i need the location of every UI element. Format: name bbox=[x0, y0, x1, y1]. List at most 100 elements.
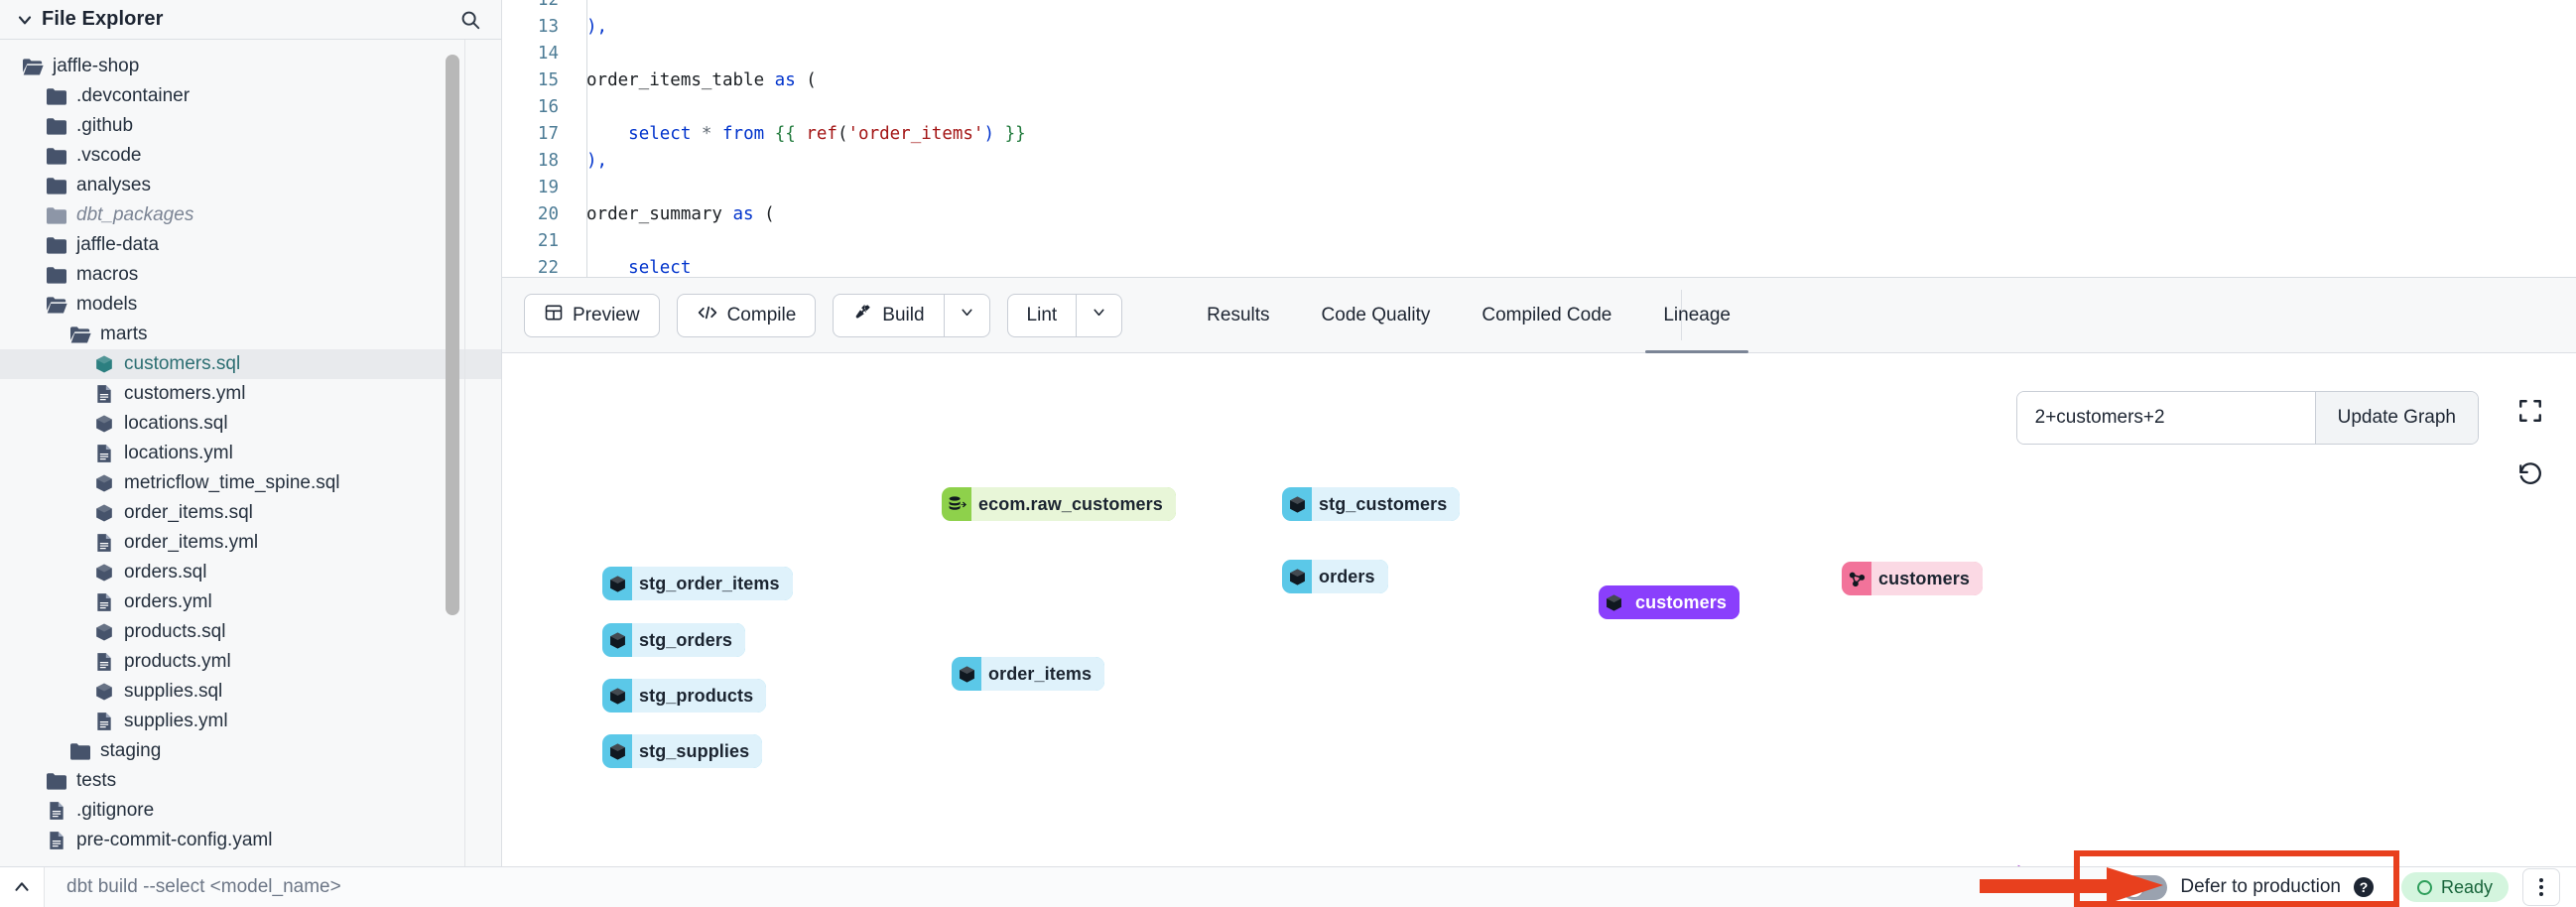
code-line[interactable]: 16 bbox=[502, 0, 2576, 277]
exposure-node-icon bbox=[1842, 562, 1871, 595]
yaml-file-icon bbox=[93, 532, 115, 554]
reset-icon[interactable] bbox=[2509, 453, 2552, 496]
file-tree-item-label: .vscode bbox=[76, 145, 142, 166]
lint-dropdown-button[interactable] bbox=[1077, 293, 1123, 337]
lineage-node-ecom-raw-customers[interactable]: ecom.raw_customers bbox=[942, 487, 1176, 521]
file-tree-item[interactable]: order_items.sql bbox=[0, 498, 501, 528]
tab-code-quality[interactable]: Code Quality bbox=[1296, 278, 1457, 353]
file-tree-item[interactable]: .gitignore bbox=[0, 796, 501, 826]
file-tree-item[interactable]: .vscode bbox=[0, 141, 501, 171]
file-tree-item[interactable]: orders.yml bbox=[0, 587, 501, 617]
file-tree-item[interactable]: analyses bbox=[0, 171, 501, 200]
code-line[interactable]: 17 select * from {{ ref('order_items') }… bbox=[502, 0, 2576, 277]
file-tree-item[interactable]: customers.yml bbox=[0, 379, 501, 409]
file-tree-item-label: customers.yml bbox=[124, 383, 246, 404]
file-tree-item[interactable]: macros bbox=[0, 260, 501, 290]
lineage-node-stg-customers[interactable]: stg_customers bbox=[1282, 487, 1461, 521]
search-icon[interactable] bbox=[457, 7, 483, 33]
file-tree-item[interactable]: locations.sql bbox=[0, 409, 501, 439]
code-line[interactable]: 19 bbox=[502, 174, 2576, 200]
build-split-button: Build bbox=[833, 293, 990, 337]
lineage-node-label: customers bbox=[1871, 562, 1983, 595]
folder-open-icon bbox=[22, 56, 44, 77]
sidebar-scrollbar[interactable] bbox=[446, 55, 459, 615]
tab-label: Code Quality bbox=[1321, 304, 1431, 325]
tab-lineage[interactable]: Lineage bbox=[1637, 278, 1756, 353]
preview-button[interactable]: Preview bbox=[524, 293, 660, 337]
sidebar-scrollbar-thumb[interactable] bbox=[446, 55, 459, 615]
file-tree-item[interactable]: locations.yml bbox=[0, 439, 501, 468]
file-tree-item[interactable]: .devcontainer bbox=[0, 81, 501, 111]
file-tree-item-label: .devcontainer bbox=[76, 85, 191, 106]
lineage-graph-controls: Update Graph bbox=[2015, 391, 2479, 445]
code-line[interactable]: 22 select bbox=[502, 0, 2576, 278]
lineage-node-stg-order-items[interactable]: stg_order_items bbox=[602, 567, 793, 600]
help-icon[interactable]: ? bbox=[2353, 877, 2374, 897]
file-tree-item[interactable]: jaffle-shop bbox=[0, 52, 501, 81]
model-cube-icon bbox=[93, 502, 115, 524]
file-tree-item[interactable]: dbt_packages bbox=[0, 200, 501, 230]
code-line[interactable]: 13), bbox=[502, 13, 2576, 40]
line-number: 22 bbox=[537, 257, 559, 278]
build-dropdown-button[interactable] bbox=[944, 293, 990, 337]
compile-button[interactable]: Compile bbox=[676, 293, 817, 337]
line-number: 13 bbox=[537, 16, 559, 37]
file-tree-item-label: jaffle-data bbox=[76, 234, 160, 255]
file-tree-item[interactable]: models bbox=[0, 290, 501, 320]
file-tree-item[interactable]: supplies.yml bbox=[0, 707, 501, 736]
folder-icon bbox=[46, 770, 67, 792]
folder-icon bbox=[46, 85, 67, 107]
file-tree-item[interactable]: products.yml bbox=[0, 647, 501, 677]
lineage-node-order-items[interactable]: order_items bbox=[952, 657, 1105, 691]
line-number: 21 bbox=[537, 230, 559, 251]
code-line[interactable]: 12 bbox=[502, 0, 2576, 277]
file-tree-item[interactable]: marts bbox=[0, 320, 501, 349]
folder-icon bbox=[69, 740, 91, 762]
build-button[interactable]: Build bbox=[833, 293, 945, 337]
lineage-node-stg-supplies[interactable]: stg_supplies bbox=[602, 734, 763, 768]
code-line-text: order_summary as ( bbox=[586, 203, 775, 224]
file-tree-item[interactable]: products.sql bbox=[0, 617, 501, 647]
command-input[interactable]: dbt build --select <model_name> bbox=[44, 866, 2109, 907]
file-tree-item[interactable]: metricflow_time_spine.sql bbox=[0, 468, 501, 498]
lint-button[interactable]: Lint bbox=[1006, 293, 1078, 337]
file-tree-item[interactable]: pre-commit-config.yaml bbox=[0, 826, 501, 855]
chevron-up-icon[interactable] bbox=[0, 876, 44, 898]
yaml-file-icon bbox=[46, 800, 67, 822]
lineage-graph-canvas[interactable]: Update Graph ecom.raw_customers stg_custo… bbox=[502, 353, 2576, 866]
file-tree-item[interactable]: customers.sql bbox=[0, 349, 501, 379]
file-tree-item[interactable]: .github bbox=[0, 111, 501, 141]
more-vertical-icon[interactable] bbox=[2522, 868, 2560, 906]
lineage-node-stg-orders[interactable]: stg_orders bbox=[602, 623, 746, 657]
file-tree-item[interactable]: jaffle-data bbox=[0, 230, 501, 260]
lineage-node-customers-exposure[interactable]: customers bbox=[1842, 562, 1983, 595]
file-tree[interactable]: jaffle-shop .devcontainer .github .vscode an… bbox=[0, 40, 501, 866]
lineage-node-label: stg_order_items bbox=[632, 567, 793, 600]
update-graph-button[interactable]: Update Graph bbox=[2314, 392, 2478, 444]
file-tree-item[interactable]: orders.sql bbox=[0, 558, 501, 587]
file-tree-item[interactable]: staging bbox=[0, 736, 501, 766]
fullscreen-icon[interactable] bbox=[2509, 389, 2552, 433]
tab-results[interactable]: Results bbox=[1181, 278, 1295, 353]
lineage-node-customers-model[interactable]: customers bbox=[1599, 585, 1739, 619]
lineage-node-stg-products[interactable]: stg_products bbox=[602, 679, 767, 713]
model-cube-icon bbox=[1282, 560, 1312, 593]
defer-to-production-control[interactable]: Defer to production ? bbox=[2108, 874, 2387, 900]
chevron-down-icon[interactable] bbox=[14, 9, 36, 31]
file-tree-item[interactable]: supplies.sql bbox=[0, 677, 501, 707]
graph-selector-input[interactable] bbox=[2016, 392, 2315, 444]
code-line[interactable]: 14 bbox=[502, 40, 2576, 66]
lineage-node-orders[interactable]: orders bbox=[1282, 560, 1388, 593]
file-tree-item[interactable]: tests bbox=[0, 766, 501, 796]
code-line[interactable]: 18), bbox=[502, 147, 2576, 174]
file-tree-item-label: supplies.sql bbox=[124, 681, 223, 702]
code-line[interactable]: 21 bbox=[502, 0, 2576, 277]
file-tree-item-label: tests bbox=[76, 770, 117, 791]
tab-compiled-code[interactable]: Compiled Code bbox=[1456, 278, 1637, 353]
defer-to-production-toggle[interactable] bbox=[2122, 874, 2168, 900]
file-tree-item[interactable]: order_items.yml bbox=[0, 528, 501, 558]
